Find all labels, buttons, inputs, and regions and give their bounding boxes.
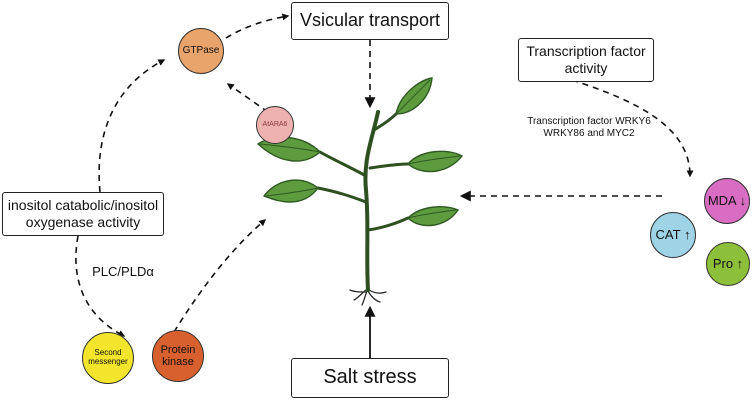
second-messenger-line-1: Second xyxy=(94,348,122,358)
second-messenger-node: Second messenger xyxy=(82,332,134,384)
inositol-line-2: oxygenase activity xyxy=(25,214,141,230)
plc-pld-label: PLC/PLDα xyxy=(78,264,168,280)
pro-label: Pro ↑ xyxy=(712,255,744,271)
wrky-label: Transcription factor WRKY6 WRKY86 and MY… xyxy=(514,116,664,140)
arrow-gtpase-to-vesicular xyxy=(225,13,290,39)
arrow-protein-kinase-to-plant xyxy=(173,219,267,333)
wrky-line-1: Transcription factor WRKY6 xyxy=(527,116,651,127)
salt-stress-box: Salt stress xyxy=(291,358,449,398)
inositol-activity-box: inositol catabolic/inositol oxygenase ac… xyxy=(2,192,164,236)
second-messenger-line-2: messenger xyxy=(88,357,128,366)
leaf xyxy=(407,150,464,173)
transcription-factor-line-1: Transcription factor xyxy=(526,43,646,60)
wrky-line-2: WRKY86 and MYC2 xyxy=(543,128,635,139)
transcription-factor-box: Transcription factor activity xyxy=(518,38,654,82)
vesicular-transport-box: Vsicular transport xyxy=(291,2,449,40)
plant-illustration xyxy=(256,77,464,306)
pro-node: Pro ↑ xyxy=(706,242,750,286)
vesicular-transport-label: Vsicular transport xyxy=(299,10,441,31)
protein-kinase-line-1: Protein xyxy=(160,343,196,356)
protein-kinase-line-2: kinase xyxy=(162,356,194,368)
inositol-line-1: inositol catabolic/inositol xyxy=(7,197,159,214)
plant-leaves xyxy=(256,77,464,227)
atara6-label: AtARA6 xyxy=(262,121,288,129)
protein-kinase-node: Protein kinase xyxy=(152,330,204,382)
mda-label: MDA ↓ xyxy=(707,192,747,208)
arrow-inositol-to-gtpase xyxy=(98,59,166,193)
gtpase-label: GTPase xyxy=(182,45,220,57)
gtpase-node: GTPase xyxy=(178,28,224,74)
leaf xyxy=(262,179,319,203)
arrow-atara6-to-gtpase xyxy=(226,83,269,113)
cat-node: CAT ↑ xyxy=(650,212,696,258)
plant-roots xyxy=(349,289,387,306)
arrow-inositol-to-second-messenger xyxy=(75,235,126,337)
cat-label: CAT ↑ xyxy=(655,226,691,242)
plc-pld-text: PLC/PLDα xyxy=(92,264,154,279)
mda-node: MDA ↓ xyxy=(704,178,750,224)
plant-stem xyxy=(316,110,410,292)
atara6-node: AtARA6 xyxy=(256,106,294,144)
arrow-transcription-to-mda xyxy=(571,79,694,178)
transcription-factor-line-2: activity xyxy=(564,60,608,76)
salt-stress-label: Salt stress xyxy=(323,366,417,389)
